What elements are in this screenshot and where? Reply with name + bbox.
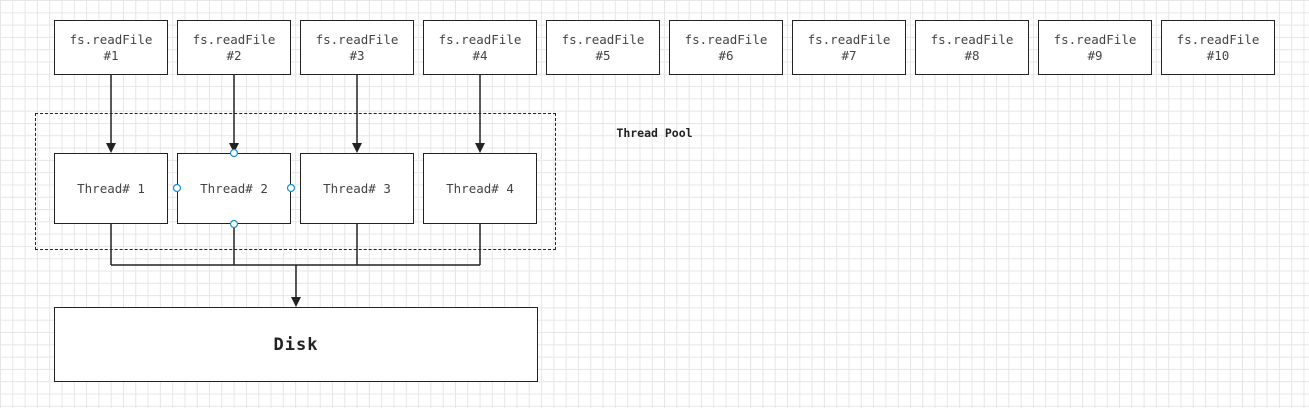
thread-pool-group[interactable] <box>35 113 556 250</box>
readfile-number: #6 <box>718 47 734 63</box>
readfile-number: #8 <box>964 47 980 63</box>
disk-box[interactable]: Disk <box>54 307 538 382</box>
readfile-number: #7 <box>841 47 857 63</box>
thread-label: Thread# 4 <box>446 181 514 196</box>
connection-handle-bottom[interactable] <box>229 219 239 229</box>
thread-label: Thread# 1 <box>77 181 145 196</box>
readfile-label: fs.readFile <box>561 31 645 47</box>
readfile-box-3[interactable]: fs.readFile #3 <box>300 20 414 75</box>
readfile-label: fs.readFile <box>315 31 399 47</box>
thread-label: Thread# 3 <box>323 181 391 196</box>
readfile-number: #2 <box>226 47 242 63</box>
readfile-label: fs.readFile <box>807 31 891 47</box>
thread-box-3[interactable]: Thread# 3 <box>300 153 414 224</box>
readfile-label: fs.readFile <box>192 31 276 47</box>
readfile-label: fs.readFile <box>930 31 1014 47</box>
thread-pool-title: Thread Pool <box>616 126 693 140</box>
readfile-label: fs.readFile <box>684 31 768 47</box>
connection-handle-right[interactable] <box>286 183 296 193</box>
readfile-number: #3 <box>349 47 365 63</box>
readfile-box-5[interactable]: fs.readFile #5 <box>546 20 660 75</box>
readfile-box-7[interactable]: fs.readFile #7 <box>792 20 906 75</box>
readfile-box-1[interactable]: fs.readFile #1 <box>54 20 168 75</box>
disk-label: Disk <box>273 334 319 355</box>
readfile-label: fs.readFile <box>1176 31 1260 47</box>
thread-label: Thread# 2 <box>200 181 268 196</box>
readfile-number: #9 <box>1087 47 1103 63</box>
readfile-box-10[interactable]: fs.readFile #10 <box>1161 20 1275 75</box>
readfile-box-9[interactable]: fs.readFile #9 <box>1038 20 1152 75</box>
readfile-number: #5 <box>595 47 611 63</box>
readfile-box-6[interactable]: fs.readFile #6 <box>669 20 783 75</box>
readfile-box-2[interactable]: fs.readFile #2 <box>177 20 291 75</box>
readfile-number: #10 <box>1206 47 1230 63</box>
readfile-label: fs.readFile <box>1053 31 1137 47</box>
thread-box-4[interactable]: Thread# 4 <box>423 153 537 224</box>
thread-box-2[interactable]: Thread# 2 <box>177 153 291 224</box>
readfile-number: #4 <box>472 47 488 63</box>
readfile-label: fs.readFile <box>69 31 153 47</box>
readfile-number: #1 <box>103 47 119 63</box>
connection-handle-top[interactable] <box>229 148 239 158</box>
connection-handle-left[interactable] <box>172 183 182 193</box>
readfile-box-4[interactable]: fs.readFile #4 <box>423 20 537 75</box>
readfile-label: fs.readFile <box>438 31 522 47</box>
thread-box-1[interactable]: Thread# 1 <box>54 153 168 224</box>
readfile-box-8[interactable]: fs.readFile #8 <box>915 20 1029 75</box>
